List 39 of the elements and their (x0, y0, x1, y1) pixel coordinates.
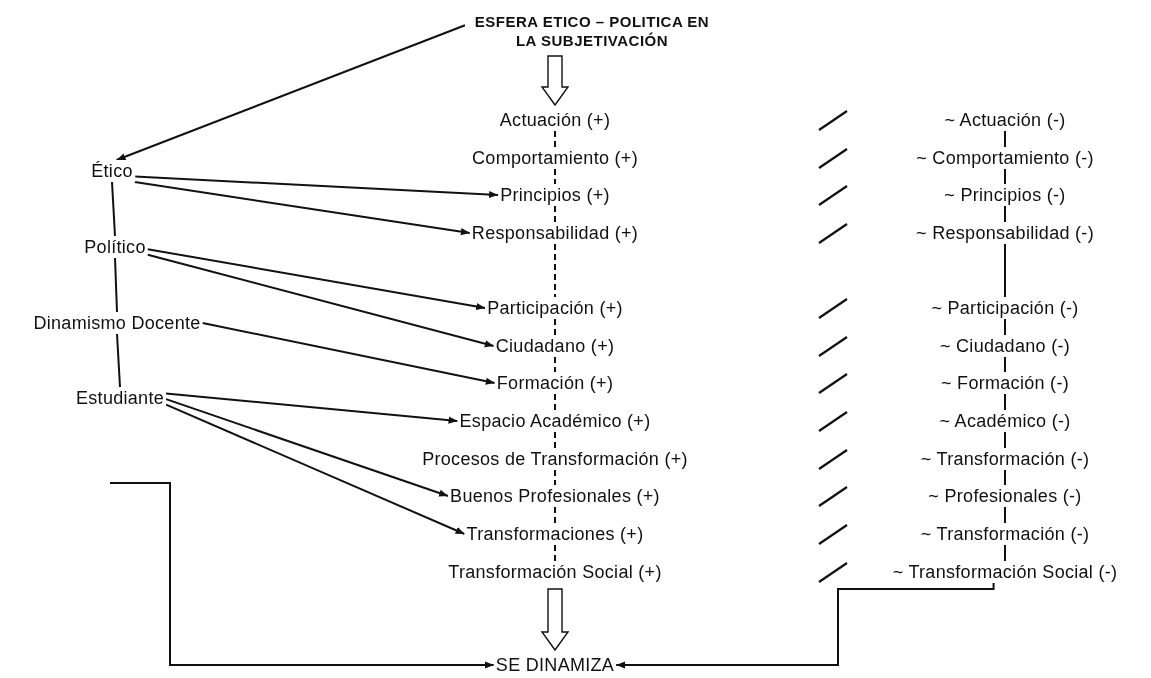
arrow (146, 253, 495, 348)
connector-line (1004, 469, 1006, 486)
connector-line (554, 469, 556, 486)
connector-line (114, 257, 118, 313)
arrow (146, 248, 487, 310)
connector-line (1004, 168, 1006, 185)
connector-line (1004, 393, 1006, 411)
connector-line (554, 168, 556, 185)
connector-line (111, 181, 116, 237)
connector-line (1004, 356, 1006, 373)
connector-line (554, 506, 556, 524)
connector-line (116, 333, 121, 388)
connector-line (1004, 243, 1006, 298)
arrow (115, 24, 466, 161)
connector-line (554, 544, 556, 562)
connector-line (554, 205, 556, 223)
arrow (165, 392, 459, 424)
connector-line (1004, 506, 1006, 524)
connector-line (554, 130, 556, 148)
connector-line (554, 431, 556, 449)
arrow (109, 482, 495, 669)
hollow-arrow (540, 55, 570, 107)
hollow-arrow (540, 588, 570, 652)
connector-line (554, 243, 556, 298)
connector-line (1004, 318, 1006, 336)
arrow (133, 181, 471, 236)
connector-line (554, 356, 556, 373)
term-label: Ético (89, 160, 135, 182)
connector-line (554, 318, 556, 336)
arrow (165, 403, 466, 535)
connector-line (1004, 431, 1006, 449)
arrow (615, 582, 995, 669)
connector-line (1004, 205, 1006, 223)
arrow (201, 322, 496, 385)
connector-line (1004, 130, 1006, 148)
arrow (165, 398, 450, 497)
connector-line (554, 393, 556, 411)
arrow (133, 175, 500, 199)
connector-line (1004, 544, 1006, 562)
